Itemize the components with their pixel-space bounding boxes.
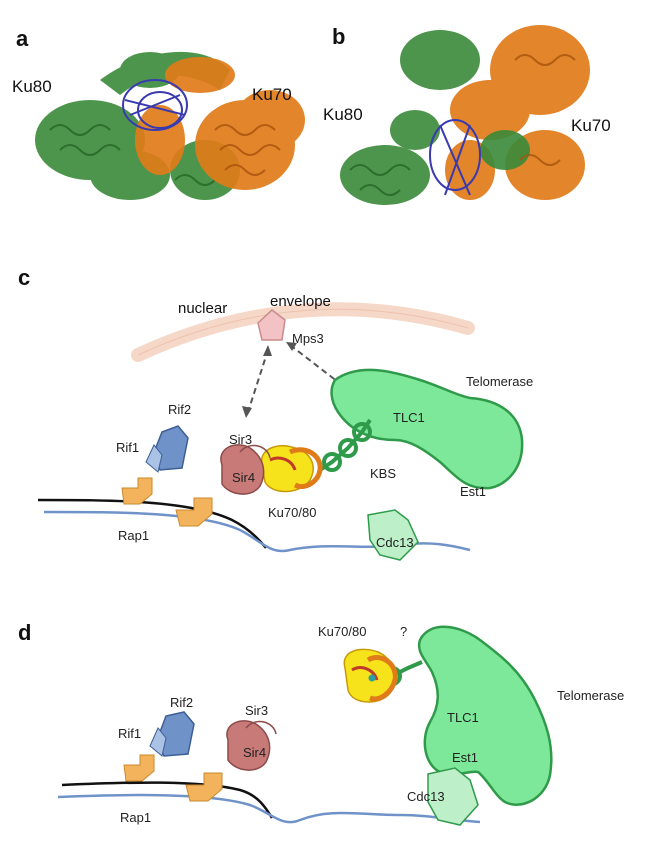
rif-proteins-d	[149, 711, 195, 757]
dna-helix-b	[429, 119, 481, 196]
sir4-label-c: Sir4	[232, 470, 255, 485]
ku70-label-a: Ku70	[252, 85, 292, 104]
ku70-structure-a	[135, 57, 305, 190]
telomerase-label-d: Telomerase	[557, 688, 624, 703]
mps3-protein	[257, 309, 286, 341]
sir-proteins-d	[226, 720, 277, 771]
rif2-label-c: Rif2	[168, 402, 191, 417]
ku70-label-b: Ku70	[571, 116, 611, 135]
mps3-label: Mps3	[292, 331, 324, 346]
ku80-helix-detail-b	[349, 164, 411, 196]
ku70-80-complex-d	[343, 648, 398, 703]
panel-b: b Ku80 Ku70	[323, 24, 611, 205]
telomerase-complex-d	[417, 625, 553, 806]
panel-d: d Telomerase TLC1 Est1 Ku70/80 ? Rap1	[18, 620, 624, 826]
cdc13-label-d: Cdc13	[407, 789, 445, 804]
ku80-structure-b	[340, 30, 530, 205]
dna-strand-black-c	[37, 498, 267, 549]
question-mark-d: ?	[400, 624, 407, 639]
ku70-80-label-d: Ku70/80	[318, 624, 366, 639]
rap1-proteins-c	[121, 477, 213, 527]
tlc1-label-d: TLC1	[447, 710, 479, 725]
dna-strand-blue-d	[57, 793, 481, 824]
ku80-label-b: Ku80	[323, 105, 363, 124]
panel-a: a K	[12, 26, 305, 200]
panel-letter-c: c	[18, 265, 30, 290]
interaction-arrows-c	[247, 344, 343, 413]
rif-proteins-c	[145, 425, 189, 473]
rap1-label-d: Rap1	[120, 810, 151, 825]
rap1-proteins-d	[123, 754, 223, 802]
rap1-label-c: Rap1	[118, 528, 149, 543]
ku70-helix-detail-b	[514, 54, 576, 166]
tlc1-label-c: TLC1	[393, 410, 425, 425]
dna-helix-a	[122, 79, 188, 131]
ku70-helix-detail-a	[214, 124, 281, 176]
ku80-helix-detail-a	[49, 124, 216, 186]
est1-label-d: Est1	[452, 750, 478, 765]
ku80-label-a: Ku80	[12, 77, 52, 96]
ku70-80-label-c: Ku70/80	[268, 505, 316, 520]
panel-letter-d: d	[18, 620, 31, 645]
cdc13-protein-c	[367, 509, 419, 561]
ku70-structure-b	[445, 25, 590, 200]
kbs-label-c: KBS	[370, 466, 396, 481]
cdc13-label-c: Cdc13	[376, 535, 414, 550]
ku70-80-complex-c	[260, 444, 323, 493]
panel-letter-a: a	[16, 26, 29, 51]
sir4-label-d: Sir4	[243, 745, 266, 760]
envelope-label-envelope: envelope	[270, 293, 331, 310]
panel-letter-b: b	[332, 24, 345, 49]
est1-label-c: Est1	[460, 484, 486, 499]
rif1-label-d: Rif1	[118, 726, 141, 741]
panel-c: c nuclear envelope Mps3 Telomerase TLC1 …	[18, 265, 533, 561]
rif1-label-c: Rif1	[116, 440, 139, 455]
sir3-label-c: Sir3	[229, 432, 252, 447]
sir-proteins-c	[220, 444, 271, 495]
kbs-linker-c	[318, 418, 372, 472]
sir3-label-d: Sir3	[245, 703, 268, 718]
dna-strand-black-d	[61, 781, 274, 819]
envelope-label-nuclear: nuclear	[178, 300, 227, 317]
rif2-label-d: Rif2	[170, 695, 193, 710]
telomerase-label-c: Telomerase	[466, 374, 533, 389]
cdc13-protein-d	[427, 767, 479, 826]
